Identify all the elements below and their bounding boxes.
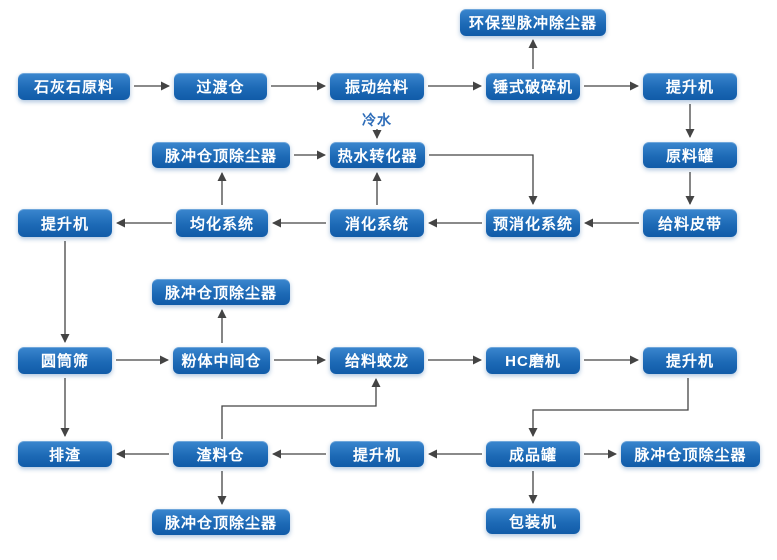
flow-node-powder-intermediate-bin: 粉体中间仓 — [173, 347, 270, 374]
flow-node-raw-material-tank: 原料罐 — [643, 142, 737, 168]
flow-node-label: 原料罐 — [665, 147, 714, 165]
flow-node-label: 脉冲仓顶除尘器 — [164, 514, 277, 532]
flow-node-pulse-top-collector-4: 脉冲仓顶除尘器 — [152, 509, 290, 535]
flow-node-label: 锤式破碎机 — [492, 79, 573, 96]
flow-node-feeding-belt: 给料皮带 — [643, 209, 737, 237]
flow-node-vibrating-feeder: 振动给料 — [330, 73, 424, 100]
flow-node-pulse-top-collector-3: 脉冲仓顶除尘器 — [621, 441, 760, 467]
flow-node-rotary-screen: 圆筒筛 — [18, 347, 112, 374]
flow-node-label: 石灰石原料 — [33, 79, 114, 96]
flow-node-elevator-4: 提升机 — [330, 441, 424, 467]
flow-node-elevator-2: 提升机 — [18, 209, 112, 237]
flow-node-label: 提升机 — [665, 353, 714, 370]
flow-node-hc-mill: HC磨机 — [486, 347, 580, 374]
flow-node-transition-bin: 过渡仓 — [174, 73, 267, 100]
flow-node-label: HC磨机 — [505, 353, 561, 370]
flow-node-label: 给料皮带 — [657, 215, 722, 233]
flow-node-label: 消化系统 — [344, 215, 409, 233]
flow-node-hammer-crusher: 锤式破碎机 — [486, 73, 580, 100]
flow-node-label: 粉体中间仓 — [181, 353, 262, 370]
flow-node-hot-water-converter: 热水转化器 — [330, 142, 425, 168]
flow-node-label: 脉冲仓顶除尘器 — [634, 446, 747, 464]
flow-node-slag-bin: 渣料仓 — [173, 441, 268, 467]
flow-node-finished-product-tank: 成品罐 — [486, 441, 580, 467]
flow-node-label: 提升机 — [352, 446, 401, 464]
flow-node-packing-machine: 包装机 — [486, 508, 580, 534]
flow-node-eco-pulse-collector: 环保型脉冲除尘器 — [460, 9, 606, 36]
edge-slag-bin-to-feeding-screw — [221, 378, 381, 439]
flow-node-label: 过渡仓 — [196, 79, 245, 96]
flow-node-label: 包装机 — [508, 513, 557, 531]
flow-node-feeding-screw: 给料蛟龙 — [330, 347, 424, 374]
flow-node-label: 圆筒筛 — [40, 353, 89, 370]
edge-hot-water-converter-to-pre-digestion-system — [429, 154, 538, 205]
flow-node-label: 提升机 — [665, 79, 714, 96]
flow-node-label: 提升机 — [40, 215, 89, 233]
flow-node-homogenization-system: 均化系统 — [176, 209, 268, 237]
flow-node-label: 脉冲仓顶除尘器 — [164, 284, 277, 302]
edge-elevator-3-to-finished-product-tank — [528, 378, 689, 437]
flow-node-label: 给料蛟龙 — [344, 353, 409, 370]
flow-node-pre-digestion-system: 预消化系统 — [486, 209, 580, 237]
flow-node-label: 排渣 — [48, 446, 81, 464]
flow-node-digestion-system: 消化系统 — [330, 209, 424, 237]
flow-node-label: 振动给料 — [344, 79, 409, 96]
flow-node-elevator-3: 提升机 — [643, 347, 737, 374]
flow-node-pulse-top-collector-1: 脉冲仓顶除尘器 — [152, 142, 290, 168]
flow-node-label: 脉冲仓顶除尘器 — [164, 147, 277, 165]
flow-node-label: 均化系统 — [189, 215, 254, 233]
flow-node-elevator-1: 提升机 — [643, 73, 737, 100]
flow-node-label: 热水转化器 — [337, 147, 418, 165]
flow-node-limestone-raw: 石灰石原料 — [18, 73, 130, 100]
flow-node-pulse-top-collector-2: 脉冲仓顶除尘器 — [152, 279, 290, 305]
annotation-cold-water: 冷水 — [362, 112, 392, 128]
flow-node-label: 环保型脉冲除尘器 — [468, 15, 597, 32]
flow-node-label: 成品罐 — [508, 446, 557, 464]
flow-node-label: 预消化系统 — [492, 215, 573, 233]
flow-node-label: 渣料仓 — [196, 446, 245, 464]
flow-node-slag-discharge: 排渣 — [18, 441, 112, 467]
